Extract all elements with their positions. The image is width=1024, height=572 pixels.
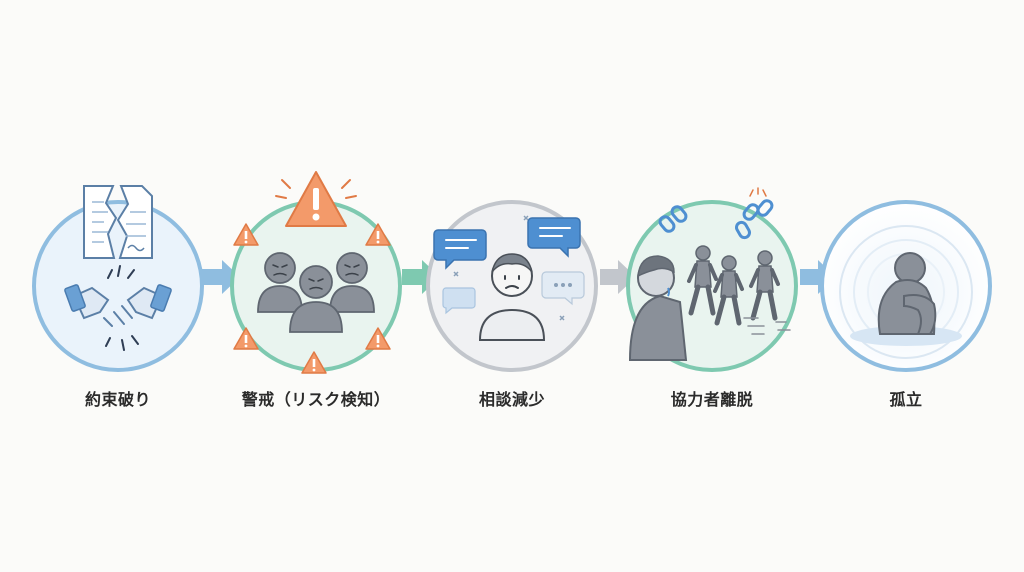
- isolated-person-icon: [820, 200, 992, 372]
- step-label-4: 協力者離脱: [670, 390, 754, 409]
- fewer-consultations-icon: [426, 200, 598, 372]
- broken-promise-icon: [32, 185, 204, 372]
- wary-group-icon: [230, 171, 402, 374]
- step-label-1: 約束破り: [84, 390, 151, 409]
- step-label-3: 相談減少: [478, 390, 545, 409]
- step-label-2: 警戒（リスク検知）: [241, 390, 391, 409]
- allies-leaving-icon: [626, 187, 798, 372]
- step-label-5: 孤立: [889, 390, 923, 409]
